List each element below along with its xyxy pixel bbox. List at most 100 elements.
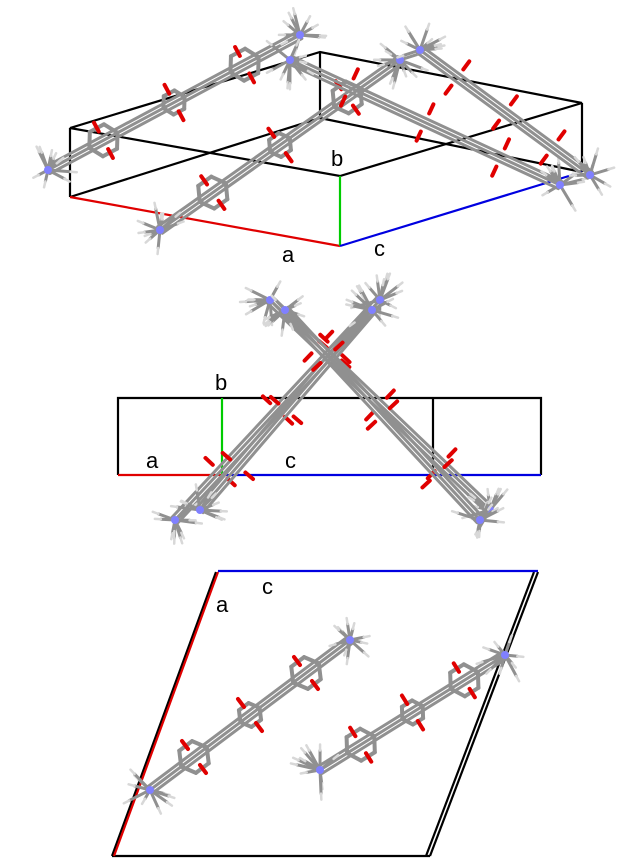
nitrogen-atom (44, 166, 52, 174)
oxygen-bond (243, 470, 256, 482)
nitrogen-atom (171, 516, 179, 524)
molecule-backbone (46, 33, 302, 172)
oxygen-bond (233, 45, 242, 58)
ammonium-group (510, 661, 518, 669)
ammonium-group (396, 54, 405, 59)
phenyl-ring (204, 745, 211, 766)
oxygen-bond (340, 353, 352, 365)
ammonium-group (194, 521, 204, 525)
nitrogen-atom (346, 636, 354, 644)
ammonium-group (289, 762, 299, 766)
side-view-molecules (151, 272, 509, 545)
oxygen-bond (415, 718, 426, 732)
oxygen-bond (291, 414, 304, 426)
ammonium-group (541, 190, 549, 197)
ammonium-group (376, 63, 386, 68)
molecule-backbone (195, 305, 371, 509)
ammonium-group (475, 530, 480, 539)
ammonium-group (396, 281, 404, 288)
oxygen-bond (162, 82, 172, 96)
molecule-backbone (176, 301, 385, 525)
ammonium-group (496, 487, 502, 496)
ammonium-group (362, 634, 371, 639)
ammonium-group (404, 25, 410, 33)
oxygen-bond (254, 721, 264, 733)
nitrogen-atom (376, 296, 384, 304)
oxygen-bond (351, 67, 360, 81)
oxygen-bond (266, 126, 277, 139)
ammonium-group (289, 322, 295, 331)
oxygen-bond (350, 103, 361, 116)
ammonium-group (156, 246, 160, 256)
ammonium-group (265, 39, 273, 47)
ammonium-group (391, 314, 400, 319)
phenyl-ring (358, 726, 377, 739)
oxygen-bond (339, 358, 352, 370)
ammonium-group (502, 488, 509, 496)
nitrogen-atom (266, 296, 274, 304)
oxygen-bond (446, 447, 458, 459)
ammonium-group (311, 23, 319, 30)
ammonium-group (437, 44, 446, 48)
ammonium-group (305, 744, 311, 752)
phenyl-ring (196, 183, 202, 204)
nitrogen-atom (156, 226, 164, 234)
molecule-backbone (288, 58, 562, 187)
ammonium-group (280, 328, 284, 337)
ammonium-group (426, 37, 434, 45)
oxygen-bond (333, 340, 345, 352)
ammonium-group (360, 641, 369, 645)
oxygen-bond (106, 147, 115, 160)
ammonium-group (345, 656, 349, 666)
oxygen-bond (311, 361, 323, 372)
ammonium-group (160, 212, 165, 221)
squaraine-ring (246, 701, 262, 710)
ammonium-group (345, 616, 349, 626)
phenyl-ring (115, 130, 120, 151)
ammonium-group (438, 35, 447, 41)
ammonium-group (32, 173, 40, 179)
phenyl-ring (243, 46, 261, 60)
ammonium-group (151, 510, 160, 516)
ammonium-group (467, 496, 476, 502)
molecule-backbone (420, 45, 594, 174)
ammonium-group (167, 794, 176, 800)
nitrogen-atom (286, 56, 294, 64)
squaraine-ring (410, 698, 425, 709)
ammonium-group (244, 286, 253, 292)
oxygen-bond (443, 83, 454, 96)
oxygen-bond (365, 419, 378, 431)
ammonium-group (170, 532, 174, 541)
ammonium-group (384, 49, 393, 56)
phenyl-ring (344, 735, 350, 756)
ammonium-group (306, 69, 315, 76)
axis-label-a: a (146, 448, 159, 473)
ammonium-group (140, 797, 147, 806)
nitrogen-atom (196, 506, 204, 514)
nitrogen-atom (416, 46, 424, 54)
oxygen-bond (420, 478, 432, 490)
ammonium-group (287, 11, 293, 20)
top-view-panel: a c (110, 569, 540, 858)
oxygen-bond (220, 450, 233, 462)
ammonium-group (357, 284, 364, 293)
ammonium-group (270, 294, 277, 302)
phenyl-ring (101, 122, 120, 135)
ammonium-group (298, 54, 308, 59)
axis-label-b: b (331, 146, 343, 171)
nitrogen-atom (316, 766, 324, 774)
molecule-backbone (418, 48, 592, 177)
axis-label-a: a (216, 592, 229, 617)
oxygen-bond (198, 763, 208, 775)
squaraine-ring (276, 131, 292, 141)
squaraine-ring (236, 708, 243, 725)
ammonium-group (573, 155, 581, 164)
ammonium-group (282, 19, 290, 27)
nitrogen-atom (368, 306, 376, 314)
ammonium-group (516, 655, 525, 659)
ammonium-group (607, 166, 616, 171)
oxygen-bond (538, 153, 549, 166)
ammonium-group (332, 753, 340, 761)
ammonium-group (420, 67, 429, 72)
oxygen-bond (203, 455, 215, 467)
